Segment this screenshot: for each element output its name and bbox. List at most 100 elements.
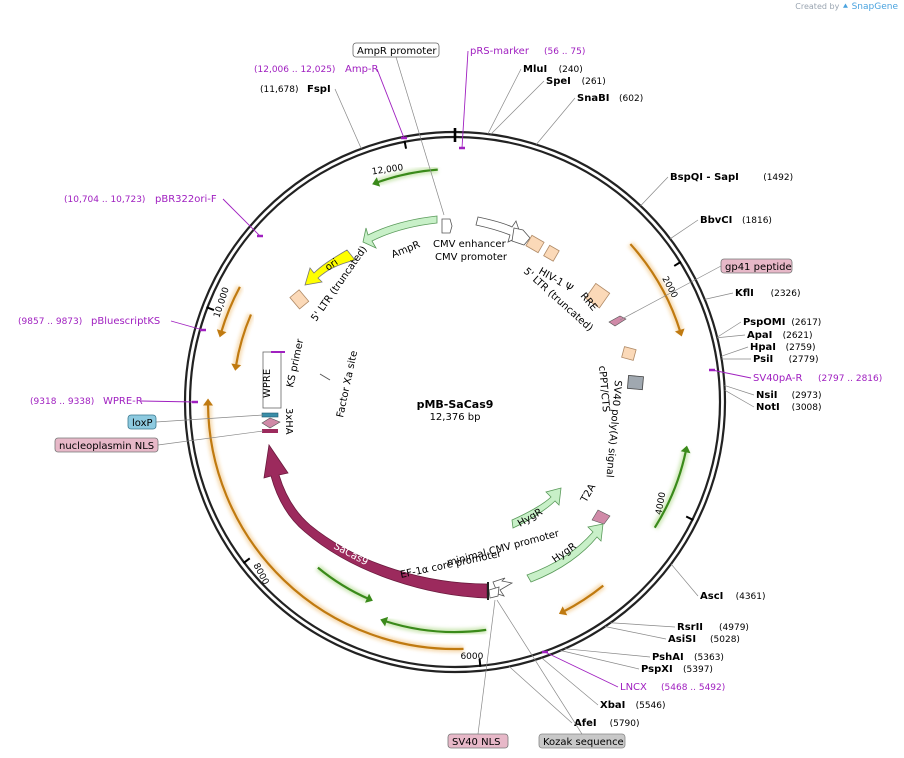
svg-text:PshAI: PshAI [652,652,684,663]
primer-label-3[interactable]: pBluescriptKS(9857 .. 9873) [18,316,160,327]
site-label-5[interactable]: KflI(2326) [735,288,801,299]
primer-label-5[interactable]: SV40pA-R(2797 .. 2816) [753,373,882,384]
feature-label-ef1a: EF-1α core promoter [399,549,503,581]
tick-8000 [242,557,251,564]
sacas9-arrow[interactable] [263,443,488,599]
svg-text:nucleoplasmin NLS: nucleoplasmin NLS [59,441,154,452]
site-callout-4 [669,219,699,240]
orf-arrowhead-7 [231,363,242,371]
site-label-18[interactable]: AfeI(5790) [574,718,640,729]
primer-callout-0 [461,50,469,149]
feature-label-cmv-promoter: CMV promoter [435,252,508,263]
hygr-outer-arrow[interactable] [526,523,604,583]
site-label-19[interactable]: (11,678)FspI [260,84,331,95]
ltr5-left-box[interactable] [289,289,310,310]
svg-text:(3008): (3008) [792,403,822,413]
primer-label-0[interactable]: pRS-marker(56 .. 75) [470,46,585,57]
primer-callout-2 [222,198,261,237]
label-box-loxp[interactable]: loxP [127,414,264,430]
site-label-4[interactable]: BbvCI(1816) [700,215,772,226]
cppt-box[interactable] [621,346,637,361]
primer-label-4[interactable]: WPRE-R(9318 .. 9338) [30,396,143,407]
orf-glow-2 [651,449,690,530]
site-label-6[interactable]: PspOMI(2617) [743,317,821,328]
primer-label-6[interactable]: LNCX(5468 .. 5492) [620,682,725,693]
hygr-inner-arrow[interactable] [511,487,562,529]
feature-layer [261,215,644,600]
feature-label-ks-primer: KS primer [285,337,306,388]
orf-arrowhead-1 [674,328,685,337]
svg-text:PsiI: PsiI [753,354,773,365]
hiv-psi-box-2[interactable] [543,244,560,262]
t2a-marker[interactable] [591,509,611,525]
site-callout-2 [535,97,576,145]
site-label-14[interactable]: AsiSI(5028) [668,634,740,645]
tick-4000 [685,515,694,521]
primer-label-2[interactable]: pBR322ori-F(10,704 .. 10,723) [64,194,217,205]
svg-text:AmpR promoter: AmpR promoter [357,46,437,57]
orf-arc-1[interactable] [629,243,682,333]
svg-text:FspI: FspI [307,84,331,95]
site-label-13[interactable]: RsrII(4979) [677,622,749,633]
svg-text:AscI: AscI [700,591,723,602]
site-label-1[interactable]: SpeI(261) [546,76,606,87]
label-box-ampr-promoter[interactable]: AmpR promoter [352,42,445,216]
site-label-15[interactable]: PshAI(5363) [652,652,724,663]
ampr-promoter-arrow[interactable] [441,218,453,234]
site-label-11[interactable]: NotI(3008) [756,402,822,413]
orf-arc-2[interactable] [653,450,688,529]
site-label-0[interactable]: MluI(240) [523,64,583,75]
primer-callout-1 [376,68,405,139]
ori-arrow[interactable] [304,249,356,286]
ltr5-right-box[interactable] [584,282,611,309]
feature-label-wpre: WPRE [262,369,273,398]
svg-text:HpaI: HpaI [750,342,776,353]
site-label-9[interactable]: PsiI(2779) [753,354,819,365]
label-box-kozak[interactable]: Kozak sequence [496,599,626,749]
nucleoplasmin-box[interactable] [262,429,278,433]
site-label-16[interactable]: PspXI(5397) [641,664,713,675]
site-callout-3 [640,176,669,207]
feature-label-hygr-inner: HygR [516,507,545,530]
label-box-gp41[interactable]: gp41 peptide [619,258,793,321]
svg-text:(2617): (2617) [791,318,821,328]
plasmid-name: pMB-SaCas9 [417,398,494,411]
svg-text:BspQI - SapI: BspQI - SapI [670,172,739,183]
cmv-promoter-arrow[interactable] [511,227,531,246]
site-label-3[interactable]: BspQI - SapI(1492) [670,172,793,183]
svg-text:LNCX: LNCX [620,682,647,693]
svg-text:(2973): (2973) [792,391,822,401]
label-box-nucleoplasmin-nls[interactable]: nucleoplasmin NLS [54,430,264,453]
orf-arc-8[interactable] [206,403,464,651]
tick-6000 [478,658,482,667]
site-label-8[interactable]: HpaI(2759) [750,342,816,353]
sv40-polya-box[interactable] [626,374,644,391]
orf-arc-5[interactable] [317,566,370,600]
site-label-2[interactable]: SnaBI(602) [577,93,643,104]
orf-arc-0[interactable] [376,168,438,184]
gp41-marker[interactable] [608,315,627,327]
feature-label-ampr: AmpR [390,239,422,260]
ampr-arrow[interactable] [362,215,438,249]
hiv-psi-box[interactable] [525,234,545,254]
site-callout-11 [724,389,755,408]
svg-text:(261): (261) [582,77,606,87]
label-box-sv40-nls[interactable]: SV40 NLS [447,599,509,749]
orf-arc-4[interactable] [384,619,487,634]
site-label-7[interactable]: ApaI(2621) [747,330,813,341]
svg-text:pRS-marker: pRS-marker [470,46,530,57]
site-callout-17 [541,657,599,706]
site-label-12[interactable]: AscI(4361) [700,591,766,602]
ef1a-arrow[interactable] [488,586,500,599]
svg-text:(1816): (1816) [742,216,772,226]
site-label-10[interactable]: NsiI(2973) [756,390,822,401]
primer-label-1[interactable]: Amp-R(12,006 .. 12,025) [254,64,379,75]
svg-text:SV40 NLS: SV40 NLS [452,737,501,748]
site-label-17[interactable]: XbaI(5546) [600,700,666,711]
svg-text:(2797 .. 2816): (2797 .. 2816) [818,374,882,384]
loxp-box[interactable] [261,412,279,418]
threexha-marker[interactable] [261,417,281,429]
orf-arcs [203,166,691,653]
svg-text:pBluescriptKS: pBluescriptKS [91,316,160,327]
